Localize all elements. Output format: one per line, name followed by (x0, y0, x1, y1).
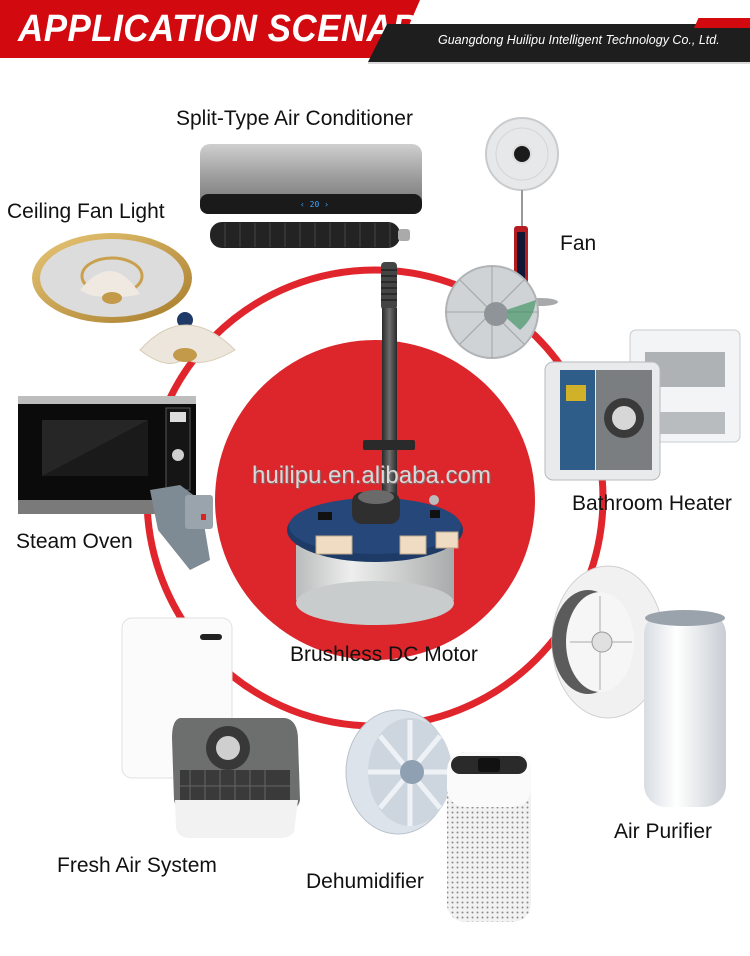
label-fan: Fan (560, 232, 597, 255)
header-accent-stripe (694, 18, 750, 28)
brushless-motor-icon (287, 262, 463, 625)
standing-fan-icon (445, 117, 559, 359)
label-steam-oven: Steam Oven (16, 530, 133, 553)
fresh-air-system-icon (121, 617, 300, 838)
label-fresh-air-system: Fresh Air System (57, 854, 217, 877)
company-name: Guangdong Huilipu Intelligent Technology… (438, 33, 720, 47)
header-dark-banner (368, 24, 750, 62)
steam-oven-icon (18, 396, 213, 570)
air-conditioner-icon: ‹ 20 › (200, 144, 422, 248)
dehumidifier-icon (345, 709, 531, 922)
bathroom-heater-icon (544, 329, 741, 481)
label-air-purifier: Air Purifier (614, 820, 713, 843)
svg-text:‹ 20 ›: ‹ 20 › (300, 200, 329, 209)
label-ceiling-fan-light: Ceiling Fan Light (7, 200, 165, 223)
header-red-banner (0, 0, 420, 58)
label-dehumidifier: Dehumidifier (306, 870, 424, 893)
ceiling-fan-light-icon (32, 233, 236, 364)
watermark: huilipu.en.alibaba.com (252, 462, 491, 489)
label-brushless-dc-motor: Brushless DC Motor (290, 643, 478, 666)
air-purifier-icon (551, 565, 726, 807)
header-underline (368, 62, 750, 64)
label-split-type-air-conditioner: Split-Type Air Conditioner (176, 107, 413, 130)
label-bathroom-heater: Bathroom Heater (572, 492, 732, 515)
